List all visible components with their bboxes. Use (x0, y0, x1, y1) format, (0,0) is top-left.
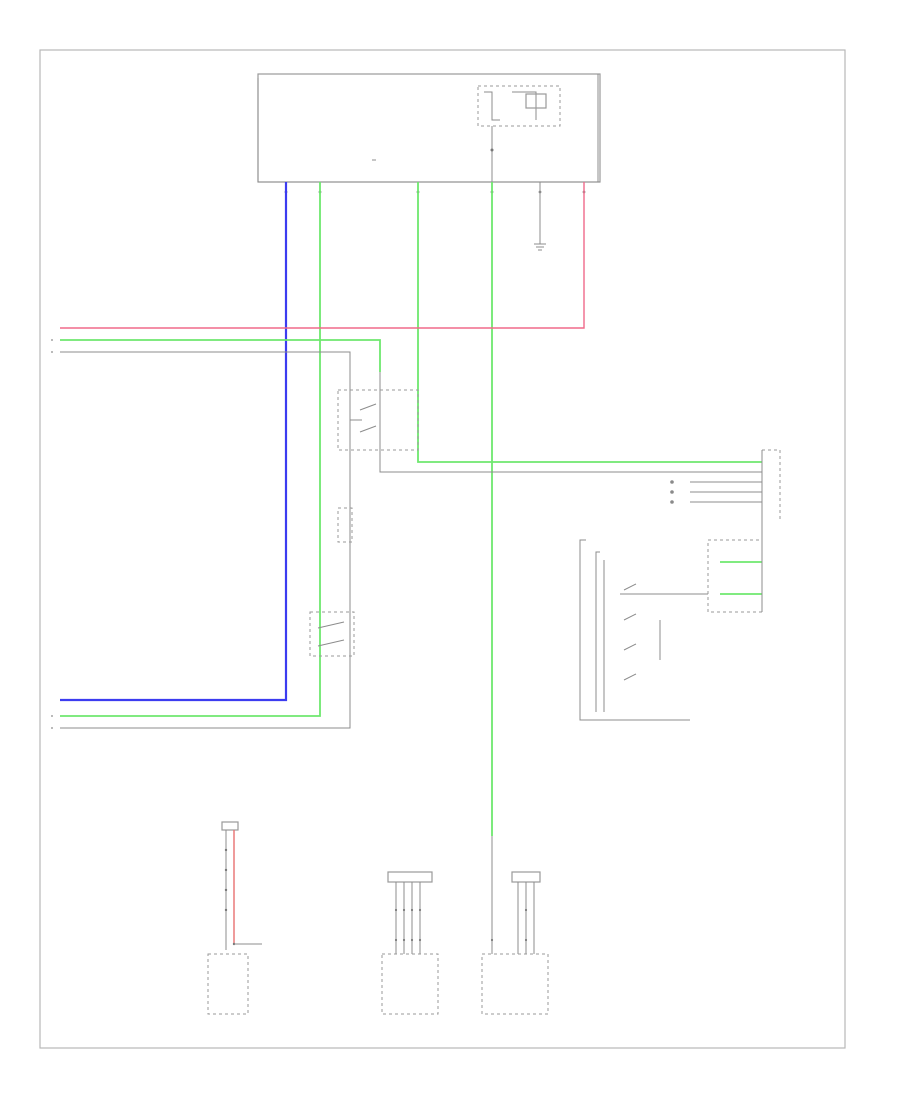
ecu-bottom-left (207, 821, 262, 1015)
wire-blue (60, 182, 288, 702)
ground-symbol (534, 182, 546, 251)
wire-pink (60, 182, 585, 329)
combination-switch (707, 520, 763, 613)
combination-switch-connector (670, 449, 781, 520)
stoplight-switch (337, 389, 419, 451)
wire-green-4 (60, 339, 381, 372)
relay (372, 85, 561, 182)
wire-green-1 (60, 182, 321, 717)
left-edge-markers (51, 339, 53, 729)
inline-component (337, 507, 353, 543)
ecu-bottom-right (481, 790, 549, 1015)
turn-signal-switch (579, 539, 708, 721)
junction-block (257, 73, 601, 183)
wire-green-2 (417, 182, 762, 463)
wire-gray-1 (379, 372, 762, 473)
ecu-bottom-center (381, 871, 439, 1015)
wire-gray-loop (60, 351, 351, 729)
lower-switch (309, 611, 355, 657)
diagram-frame (39, 49, 846, 1049)
